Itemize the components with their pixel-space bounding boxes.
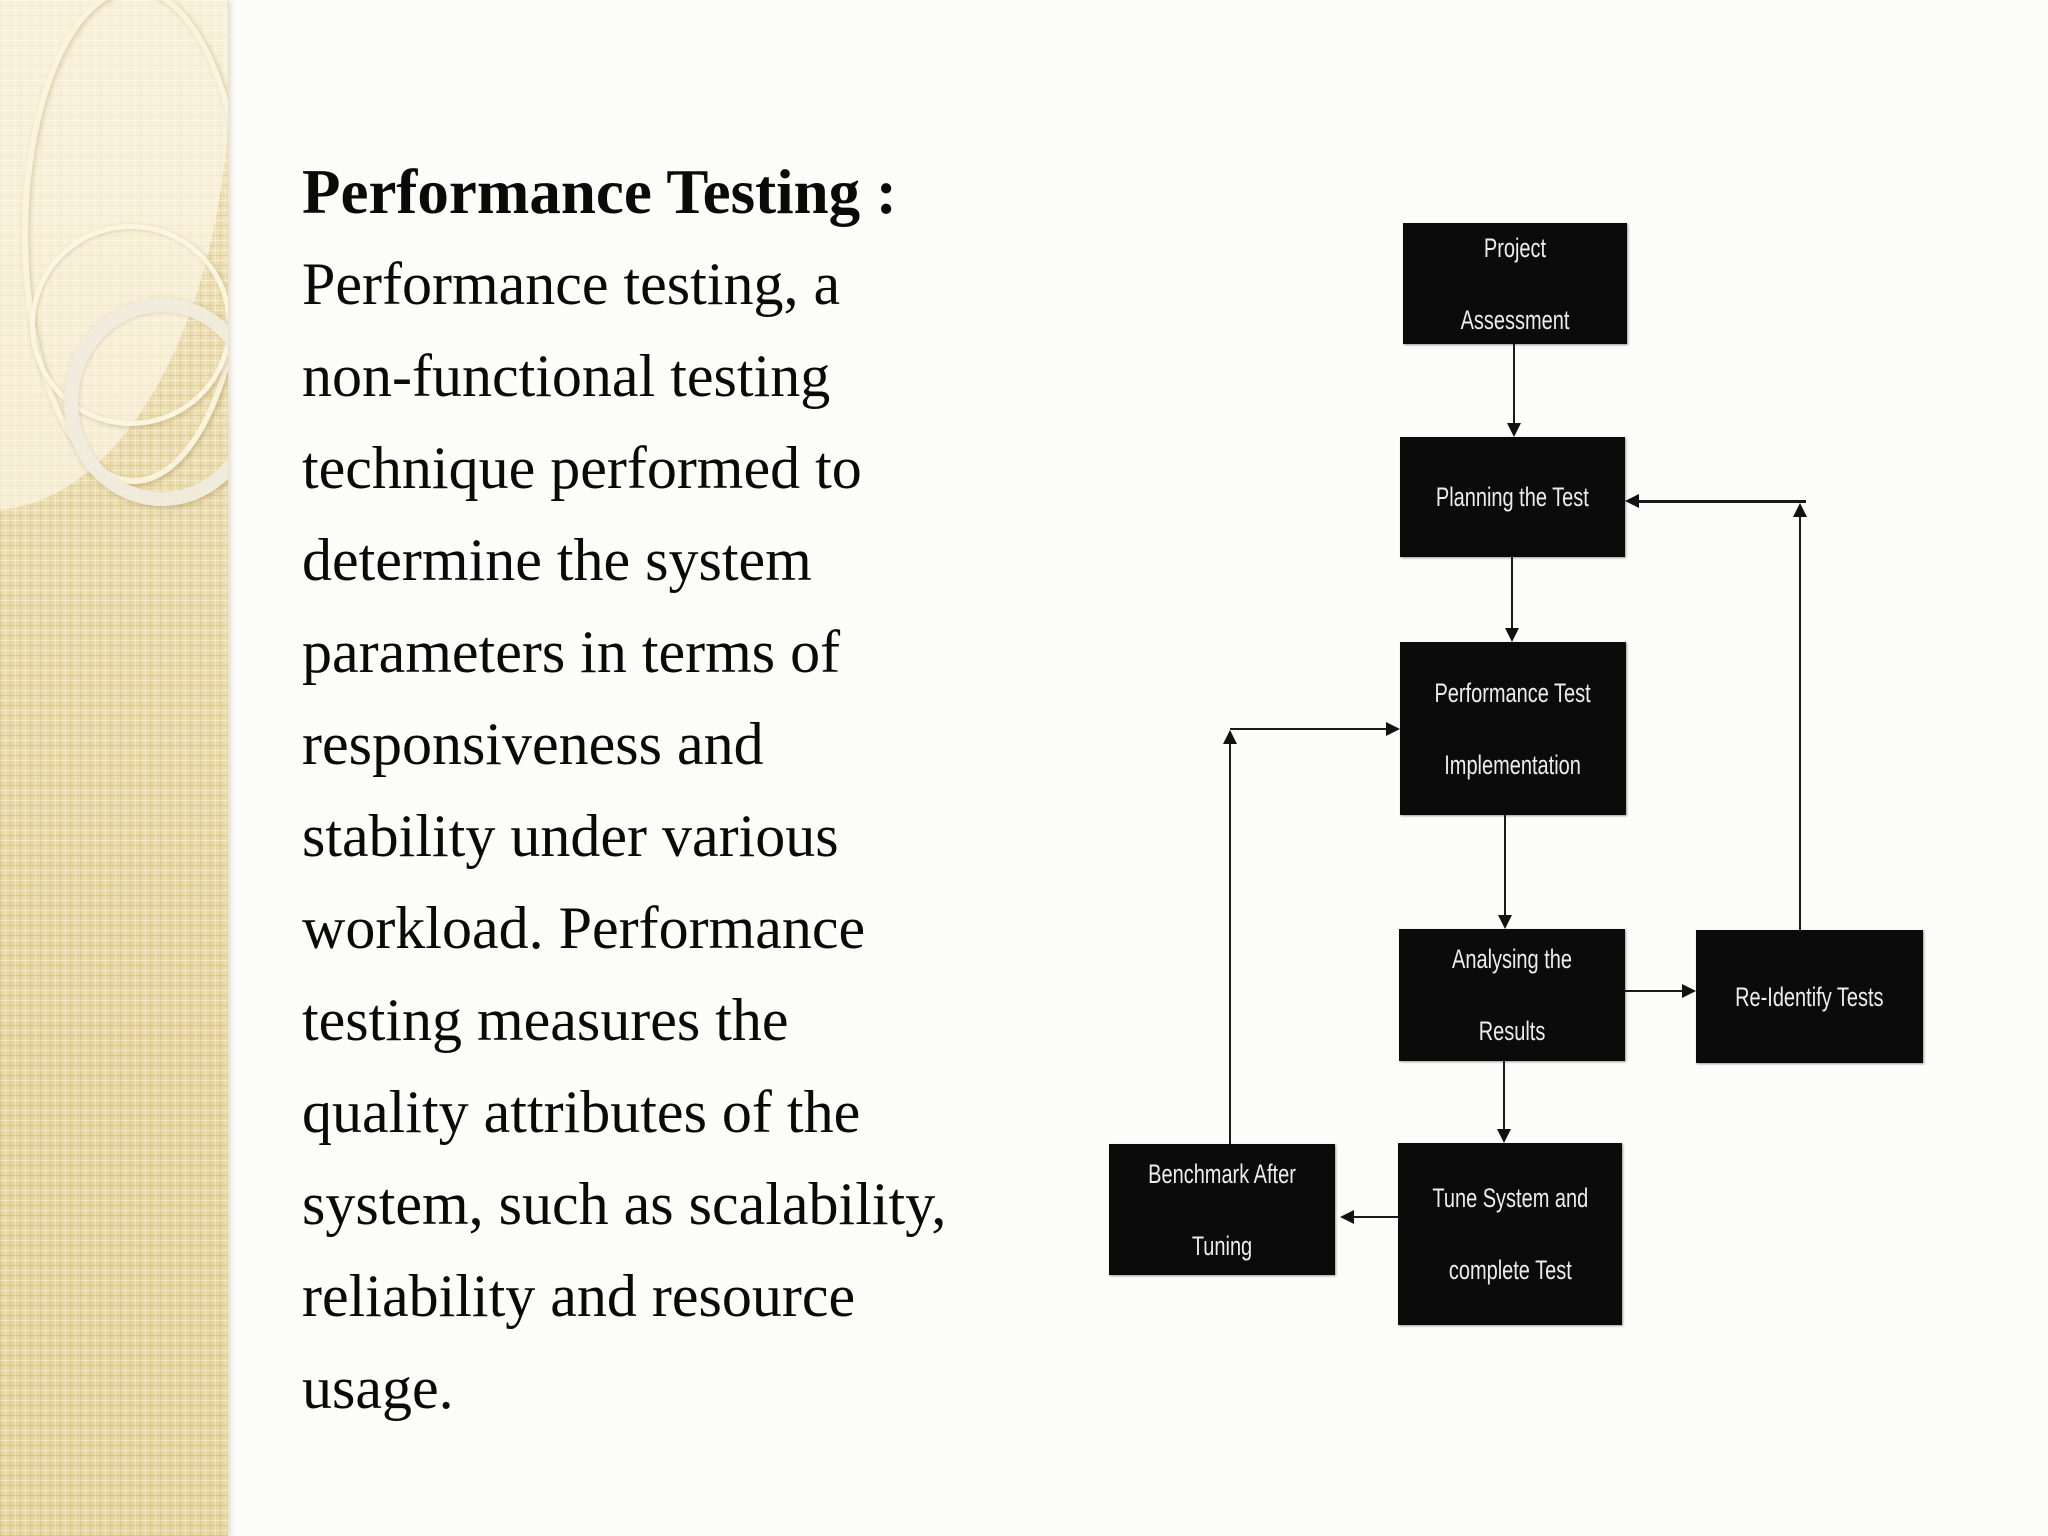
edge-benchmark-to-implementation-vertical-line	[1229, 742, 1231, 1144]
node-analysing-the-results: Analysing the Results	[1399, 929, 1625, 1061]
edge-implementation-to-analysing-arrowhead	[1498, 915, 1512, 929]
node-project-assessment: Project Assessment	[1403, 223, 1627, 344]
edge-reidentify-to-planning-vertical-line	[1799, 516, 1801, 930]
node-benchmark-after-tuning-label: Benchmark After Tuning	[1148, 1158, 1296, 1261]
edge-benchmark-to-implementation-arrowhead	[1386, 722, 1400, 736]
edge-project-to-planning-arrowhead	[1507, 423, 1521, 437]
node-performance-test-implementation: Performance Test Implementation	[1400, 642, 1626, 815]
node-tune-system-and-complete-test: Tune System and complete Test	[1398, 1143, 1622, 1325]
slide-body-text: Performance testing, a non-functional te…	[302, 251, 947, 1421]
edge-analysing-to-tune-line	[1503, 1061, 1505, 1130]
edge-planning-to-implementation-arrowhead	[1505, 628, 1519, 642]
node-re-identify-tests-label: Re-Identify Tests	[1735, 981, 1884, 1012]
edge-analysing-to-reidentify-line	[1625, 990, 1683, 992]
node-analysing-the-results-label: Analysing the Results	[1452, 944, 1572, 1046]
node-planning-the-test: Planning the Test	[1400, 437, 1625, 557]
edge-benchmark-to-implementation-horizontal-line	[1230, 728, 1387, 730]
edge-benchmark-to-implementation-up-arrowhead	[1223, 730, 1237, 744]
node-tune-system-and-complete-test-label: Tune System and complete Test	[1432, 1183, 1588, 1285]
slide-title: Performance Testing :	[302, 157, 897, 227]
node-project-assessment-label: Project Assessment	[1460, 232, 1570, 335]
edge-reidentify-to-planning-horizontal-line	[1631, 500, 1806, 503]
edge-project-to-planning-line	[1513, 344, 1515, 424]
definition-text-block: Performance Testing : Performance testin…	[302, 146, 1132, 1434]
node-re-identify-tests: Re-Identify Tests	[1696, 930, 1923, 1063]
edge-tune-to-benchmark-arrowhead	[1340, 1210, 1354, 1224]
edge-reidentify-to-planning-up-arrowhead	[1793, 503, 1807, 517]
node-planning-the-test-label: Planning the Test	[1436, 482, 1589, 512]
edge-implementation-to-analysing-line	[1504, 815, 1506, 916]
node-benchmark-after-tuning: Benchmark After Tuning	[1109, 1144, 1335, 1275]
edge-reidentify-to-planning-arrowhead	[1625, 494, 1639, 508]
sidebar-decoration	[0, 0, 228, 1536]
edge-analysing-to-tune-arrowhead	[1497, 1129, 1511, 1143]
node-performance-test-implementation-label: Performance Test Implementation	[1434, 677, 1592, 780]
edge-planning-to-implementation-line	[1511, 557, 1513, 629]
edge-analysing-to-reidentify-arrowhead	[1682, 984, 1696, 998]
edge-tune-to-benchmark-line	[1354, 1216, 1398, 1218]
